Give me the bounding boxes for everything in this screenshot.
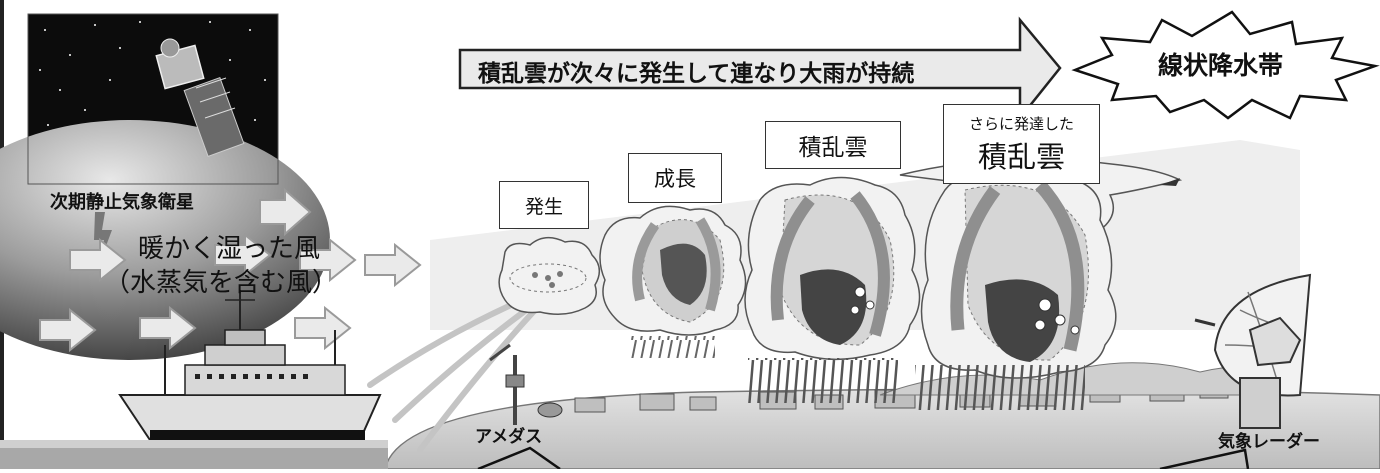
cloud-developed <box>899 158 1183 410</box>
label-developed-small: さらに発達した <box>968 114 1074 133</box>
callout-left <box>477 446 561 471</box>
research-ship <box>118 290 382 441</box>
amedas-label: アメダス <box>475 427 543 447</box>
label-developed-large: 積乱雲 <box>977 139 1065 174</box>
satellite-label: 次期静止気象衛星 <box>50 192 194 213</box>
cloud-cumulonimbus <box>744 176 921 403</box>
wind-arrows <box>39 187 422 353</box>
weather-radar <box>1194 273 1312 429</box>
wind-label-line1: 暖かく湿った風 <box>138 234 321 264</box>
callout-right <box>1159 448 1250 471</box>
label-developed: さらに発達した 積乱雲 <box>943 104 1100 184</box>
cloud-genesis <box>498 236 601 315</box>
burst-shape <box>1071 10 1380 120</box>
signal-bolt-icon <box>94 212 112 262</box>
radar-label: 気象レーダー <box>1218 432 1320 452</box>
cloud-growth <box>599 205 747 358</box>
satellite-body <box>155 38 245 158</box>
banner-text: 積乱雲が次々に発生して連なり大雨が持続 <box>478 61 915 87</box>
amedas-station <box>489 343 563 425</box>
flow-arrow <box>458 16 1062 122</box>
burst-text: 線状降水帯 <box>1158 51 1284 80</box>
label-cumulonimbus: 積乱雲 <box>765 121 901 169</box>
label-genesis: 発生 <box>499 181 589 229</box>
wind-label-line2: （水蒸気を含む風） <box>104 268 339 298</box>
satellite-photo <box>0 13 330 360</box>
label-growth: 成長 <box>628 153 722 203</box>
